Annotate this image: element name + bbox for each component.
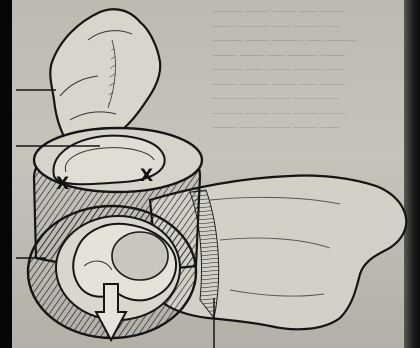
x-marker-right: X	[140, 166, 153, 186]
x-marker-left: X	[56, 174, 69, 194]
cross-section-hollow	[112, 232, 168, 280]
